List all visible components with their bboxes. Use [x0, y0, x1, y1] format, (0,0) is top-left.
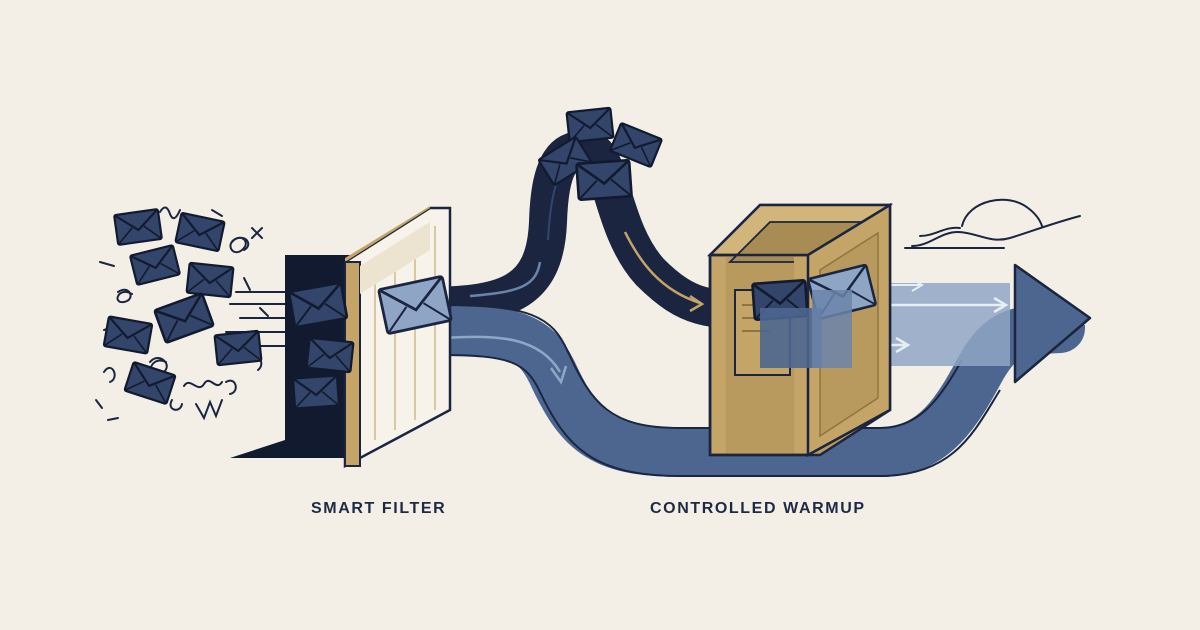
envelope-icon: [102, 315, 154, 355]
envelope-icon: [153, 291, 215, 345]
envelope-icon: [287, 281, 349, 329]
envelope-icon: [575, 158, 633, 202]
controlled-warmup-label: CONTROLLED WARMUP: [650, 500, 866, 517]
main-route-arrowhead: [1013, 263, 1092, 384]
envelope-icon: [113, 207, 163, 247]
envelope-icon: [305, 336, 355, 374]
controlled-warmup-chamber: [706, 202, 894, 458]
envelope-icon: [213, 329, 263, 367]
envelope-icon: [174, 211, 226, 253]
envelope-icon: [123, 360, 177, 406]
smart-filter: [287, 206, 453, 469]
envelope-icon: [185, 261, 235, 299]
smart-filter-label: SMART FILTER: [311, 500, 447, 517]
upper-route-arrow-left: [469, 261, 542, 298]
envelope-icon: [291, 374, 341, 410]
envelope-icon: [128, 244, 182, 286]
upper-route-arrow-right: [623, 231, 701, 305]
sun-over-hills-icon: [904, 198, 1081, 249]
